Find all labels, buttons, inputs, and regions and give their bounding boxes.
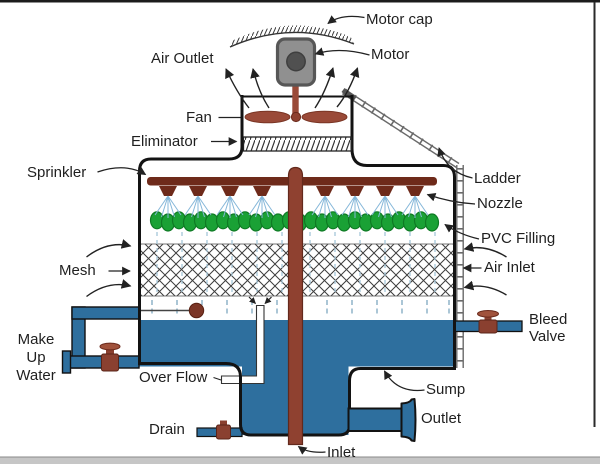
label-sprinkler: Sprinkler	[27, 164, 87, 181]
fan	[244, 82, 348, 124]
leader-lines	[97, 15, 482, 455]
air-flow-arrows	[86, 67, 507, 298]
eliminator	[242, 136, 353, 152]
bleed-valve	[477, 310, 499, 334]
label-sump: Sump	[426, 381, 466, 398]
label-eliminator: Eliminator	[131, 133, 198, 150]
float-valve	[140, 302, 205, 319]
outlet-pipe	[347, 398, 417, 442]
label-nozzle: Nozzle	[477, 195, 523, 212]
label-air-inlet: Air Inlet	[484, 259, 535, 276]
overflow-pipe	[220, 296, 272, 385]
drain-valve	[216, 420, 231, 440]
label-over-flow: Over Flow	[139, 369, 208, 386]
label-pvc-filling: PVC Filling	[481, 230, 556, 247]
label-drain: Drain	[149, 421, 185, 438]
make-up-water-pipe	[61, 306, 140, 374]
label-motor: Motor	[371, 46, 410, 63]
bleed-pipe	[453, 310, 523, 334]
label-air-outlet: Air Outlet	[151, 50, 214, 67]
inlet-pipe	[287, 166, 304, 446]
label-inlet: Inlet	[327, 444, 356, 461]
fan-blade-left	[244, 110, 291, 124]
drain-pipe	[196, 420, 243, 440]
fan-blade-right	[301, 110, 348, 124]
label-outlet: Outlet	[421, 410, 462, 427]
label-ladder: Ladder	[474, 170, 521, 187]
label-bleed-valve: Bleed Valve	[529, 311, 568, 345]
motor-cap	[229, 25, 355, 48]
motor	[275, 37, 317, 87]
label-motor-cap: Motor cap	[366, 11, 433, 28]
label-mesh: Mesh	[59, 262, 96, 279]
make-up-valve	[99, 342, 121, 372]
label-fan: Fan	[186, 109, 212, 126]
label-make-up-water: Make Up Water	[16, 331, 56, 384]
